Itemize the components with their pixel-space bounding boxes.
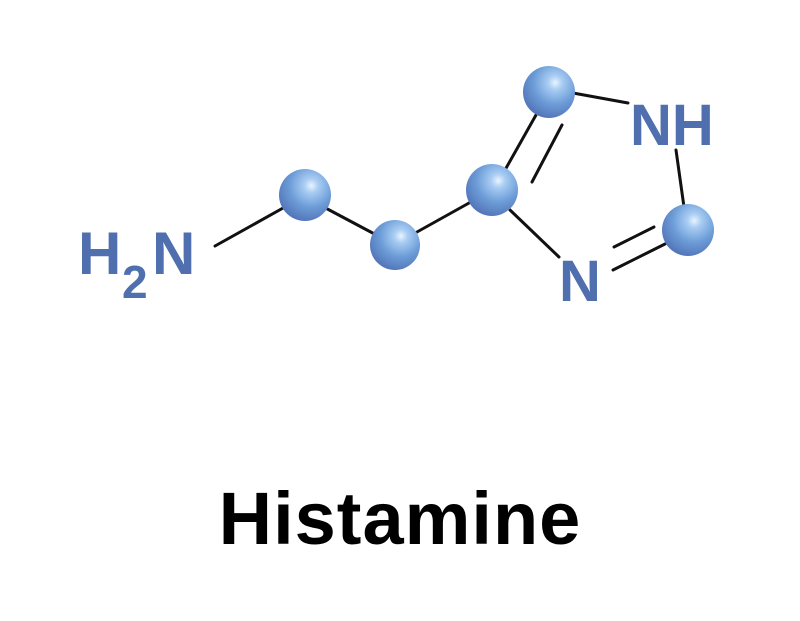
bond-cring2-n-b: [611, 242, 667, 272]
atom-c-ring-4: [466, 164, 518, 216]
bond-cbeta-cring4: [406, 196, 480, 239]
bond-n-calpha: [213, 201, 294, 248]
bonds: [213, 91, 686, 272]
bond-cring4-cring5-a: [503, 113, 538, 172]
atoms: [279, 66, 714, 270]
bond-calpha-cbeta: [316, 202, 384, 240]
atom-c-ring-5: [523, 66, 575, 118]
label-amine-subscript: 2: [122, 256, 148, 308]
molecule-name-title: Histamine: [218, 477, 582, 560]
bond-n-cring4: [508, 208, 561, 259]
bond-nh-cring2: [674, 148, 686, 209]
label-ring-n: N: [559, 249, 601, 314]
bond-cring4-cring5-b: [530, 123, 564, 184]
bond-cring2-n-a: [612, 225, 656, 249]
atom-c-alpha: [279, 169, 331, 221]
atom-c-beta: [370, 220, 420, 270]
bond-cring5-nh: [571, 91, 630, 105]
label-amine-h: H: [78, 220, 121, 287]
label-ring-nh: NH: [630, 93, 714, 158]
label-amine-n: N: [152, 220, 195, 287]
atom-c-ring-2: [662, 204, 714, 256]
